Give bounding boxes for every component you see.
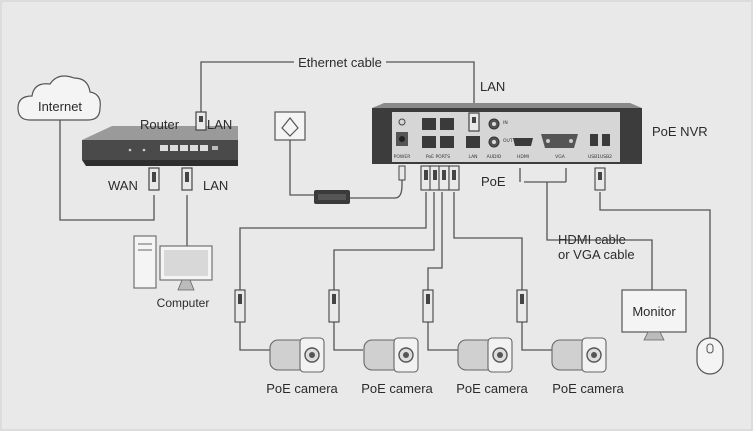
router-icon xyxy=(82,126,238,166)
nvr-lan-label: LAN xyxy=(468,154,477,160)
router-computer-cable xyxy=(165,195,188,251)
poe-camera-2-label: PoE camera xyxy=(361,381,433,396)
power-adapter-icon xyxy=(314,190,350,204)
nvr-out-label: OUT xyxy=(503,138,513,144)
poe-camera-1-icon xyxy=(269,337,325,373)
lan-top-label: LAN xyxy=(480,79,505,94)
camera3-cable-top xyxy=(427,192,443,290)
poe-camera-3-icon xyxy=(457,337,513,373)
mouse-cable xyxy=(599,192,711,338)
ethernet-cable-right xyxy=(386,61,475,113)
computer-label: Computer xyxy=(157,296,210,310)
nvr-lan-connector-icon xyxy=(468,112,480,132)
computer-icon xyxy=(133,235,213,291)
wan-connector-icon xyxy=(148,167,160,191)
nvr-device xyxy=(372,103,642,164)
nvr-usb2-label: USB2 xyxy=(600,154,612,160)
hdmi-cable-label: HDMI cable xyxy=(558,232,626,247)
power-cable-right xyxy=(350,172,403,199)
monitor-icon xyxy=(621,289,687,341)
poe-camera-2-icon xyxy=(363,337,419,373)
poe-camera-4-icon xyxy=(551,337,607,373)
camera-cable-plugs xyxy=(234,289,528,323)
usb-plug-icon xyxy=(594,167,606,191)
internet-wan-cable xyxy=(59,120,155,221)
ethernet-cable-label: Ethernet cable xyxy=(298,55,382,70)
router-label: Router xyxy=(140,117,180,132)
nvr-audio-label: AUDIO xyxy=(487,154,502,160)
poe-camera-3-label: PoE camera xyxy=(456,381,528,396)
mouse-icon xyxy=(696,337,724,375)
camera1-cable-top xyxy=(239,192,427,290)
hdmi-vga-bracket xyxy=(519,168,567,182)
lan-connector-icon xyxy=(181,167,193,191)
router-lan-label: LAN xyxy=(207,117,232,132)
internet-label: Internet xyxy=(38,99,82,114)
hdmi-vga-cable xyxy=(524,181,653,290)
nvr-in-label: IN xyxy=(503,120,508,126)
nvr-power-label: POWER xyxy=(394,154,411,160)
camera1-cable-bottom xyxy=(239,322,270,351)
poe-nvr-label: PoE NVR xyxy=(652,124,708,139)
nvr-hdmi-label: HDMI xyxy=(517,154,529,160)
vga-cable-label: or VGA cable xyxy=(558,247,635,262)
internet-cloud-icon xyxy=(17,75,101,121)
camera2-cable-top xyxy=(333,192,435,290)
poe-camera-4-label: PoE camera xyxy=(552,381,624,396)
nvr-power-plug-icon xyxy=(398,165,406,181)
nvr-usb1-label: USB1 xyxy=(588,154,600,160)
power-cable-left xyxy=(289,140,314,196)
camera4-cable-top xyxy=(453,192,523,290)
ethernet-cable-left xyxy=(200,61,294,117)
monitor-label: Monitor xyxy=(632,304,676,319)
poe-plugs-icon xyxy=(420,165,460,191)
wan-label: WAN xyxy=(108,178,138,193)
camera4-cable-bottom xyxy=(521,322,552,351)
camera3-cable-bottom xyxy=(427,322,458,351)
poe-camera-1-label: PoE camera xyxy=(266,381,338,396)
poe-label: PoE xyxy=(481,174,506,189)
router-lan-connector-icon xyxy=(195,111,207,131)
nvr-poe-ports-label: PoE PORTS xyxy=(426,154,450,160)
camera2-cable-bottom xyxy=(333,322,363,351)
power-outlet-icon xyxy=(274,111,306,141)
lan-bottom-label: LAN xyxy=(203,178,228,193)
nvr-vga-label: VGA xyxy=(555,154,566,160)
